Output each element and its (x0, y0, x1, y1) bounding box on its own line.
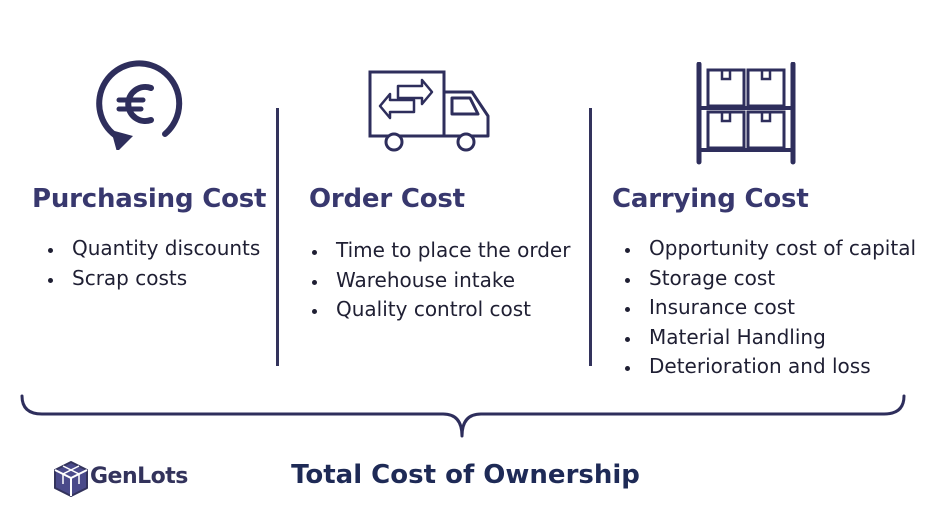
list-item: Time to place the order (304, 236, 570, 266)
list-item: Warehouse intake (304, 266, 570, 296)
delivery-truck-icon (368, 70, 492, 152)
list-item: Scrap costs (40, 264, 260, 294)
column-divider-left (276, 108, 279, 366)
list-item: Quality control cost (304, 295, 570, 325)
euro-cycle-icon (93, 58, 185, 150)
order-cost-list: Time to place the order Warehouse intake… (304, 236, 570, 325)
warehouse-shelf-icon (694, 62, 798, 166)
carrying-cost-title: Carrying Cost (612, 184, 809, 214)
total-cost-brace (18, 392, 908, 446)
list-item: Storage cost (617, 264, 916, 294)
column-divider-right (589, 108, 592, 366)
list-item: Quantity discounts (40, 234, 260, 264)
cube-logo-icon (53, 460, 89, 498)
list-item: Material Handling (617, 323, 916, 353)
carrying-cost-list: Opportunity cost of capital Storage cost… (617, 234, 916, 382)
brand-name: GenLots (90, 464, 188, 489)
list-item: Opportunity cost of capital (617, 234, 916, 264)
purchasing-cost-title: Purchasing Cost (32, 184, 267, 214)
list-item: Deterioration and loss (617, 352, 916, 382)
order-cost-title: Order Cost (309, 184, 465, 214)
total-cost-of-ownership-title: Total Cost of Ownership (291, 460, 640, 490)
purchasing-cost-list: Quantity discounts Scrap costs (40, 234, 260, 293)
list-item: Insurance cost (617, 293, 916, 323)
